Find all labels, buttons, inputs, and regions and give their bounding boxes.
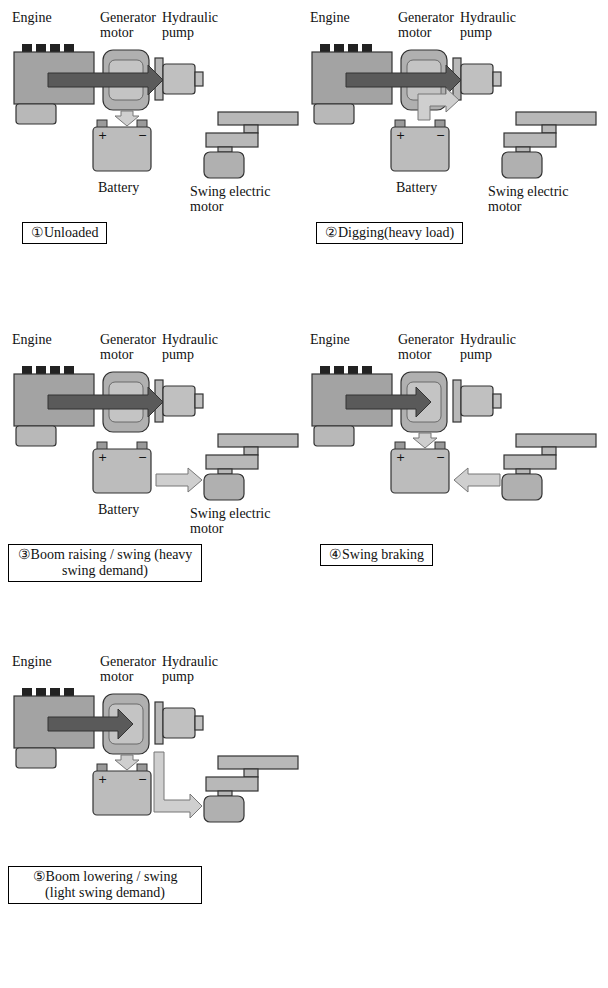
part-label: Generator motor [398,332,462,362]
energy-arrow [156,468,202,492]
part-label: Swing electric motor [488,184,592,214]
battery-symbol [391,442,449,493]
terminal-sign: − [436,452,445,463]
part-label: Hydraulic pump [460,332,528,362]
caption-text: ③Boom raising / swing (heavy swing deman… [18,547,193,578]
caption-box: ②Digging(heavy load) [316,222,463,244]
power-arrow [48,709,133,739]
energy-arrow [418,88,459,120]
panel-unloaded [14,44,298,178]
swing-motor-symbol [204,112,298,178]
part-label: Battery [396,180,437,195]
energy-arrow [154,752,202,818]
swing-motor-symbol [204,434,298,500]
terminal-sign: − [138,130,147,141]
caption-text: ⑤Boom lowering / swing (light swing dema… [33,869,178,900]
terminal-sign: + [98,452,107,463]
part-label: Swing electric motor [190,506,294,536]
part-label: Hydraulic pump [460,10,528,40]
caption-box: ③Boom raising / swing (heavy swing deman… [8,544,202,582]
caption-box: ①Unloaded [22,222,107,244]
part-label: Engine [12,654,52,669]
panel-boom-raising [14,366,298,500]
terminal-sign: + [396,452,405,463]
swing-motor-symbol [204,756,298,822]
energy-arrow [115,111,139,126]
caption-text: ④Swing braking [329,547,424,562]
part-label: Engine [12,332,52,347]
panel-swing-braking [312,366,596,500]
caption-box: ⑤Boom lowering / swing (light swing dema… [8,866,202,904]
panel-boom-lowering [14,688,298,822]
caption-text: ①Unloaded [31,225,98,240]
part-label: Engine [310,10,350,25]
terminal-sign: + [98,130,107,141]
battery-symbol [391,120,449,171]
part-label: Engine [310,332,350,347]
power-arrow [48,65,163,95]
panel-digging [312,44,596,178]
part-label: Hydraulic pump [162,10,230,40]
part-label: Swing electric motor [190,184,294,214]
energy-arrow [454,468,500,492]
swing-motor-symbol [502,434,596,500]
terminal-sign: + [98,774,107,785]
hydraulic-pump-symbol [155,702,203,744]
part-label: Engine [12,10,52,25]
battery-symbol [93,442,151,493]
terminal-sign: − [138,774,147,785]
power-arrow [346,65,461,95]
energy-arrow [413,433,437,448]
part-label: Battery [98,502,139,517]
power-arrow [48,387,163,417]
part-label: Generator motor [100,332,164,362]
part-label: Generator motor [398,10,462,40]
caption-text: ②Digging(heavy load) [325,225,454,240]
part-label: Generator motor [100,654,164,684]
energy-arrow [115,755,139,770]
part-label: Generator motor [100,10,164,40]
battery-symbol [93,764,151,815]
battery-symbol [93,120,151,171]
terminal-sign: − [138,452,147,463]
terminal-sign: − [436,130,445,141]
part-label: Hydraulic pump [162,332,230,362]
swing-motor-symbol [502,112,596,178]
part-label: Hydraulic pump [162,654,230,684]
caption-box: ④Swing braking [320,544,433,566]
power-arrow [346,387,431,417]
terminal-sign: + [396,130,405,141]
hydraulic-pump-symbol [453,380,501,422]
part-label: Battery [98,180,139,195]
